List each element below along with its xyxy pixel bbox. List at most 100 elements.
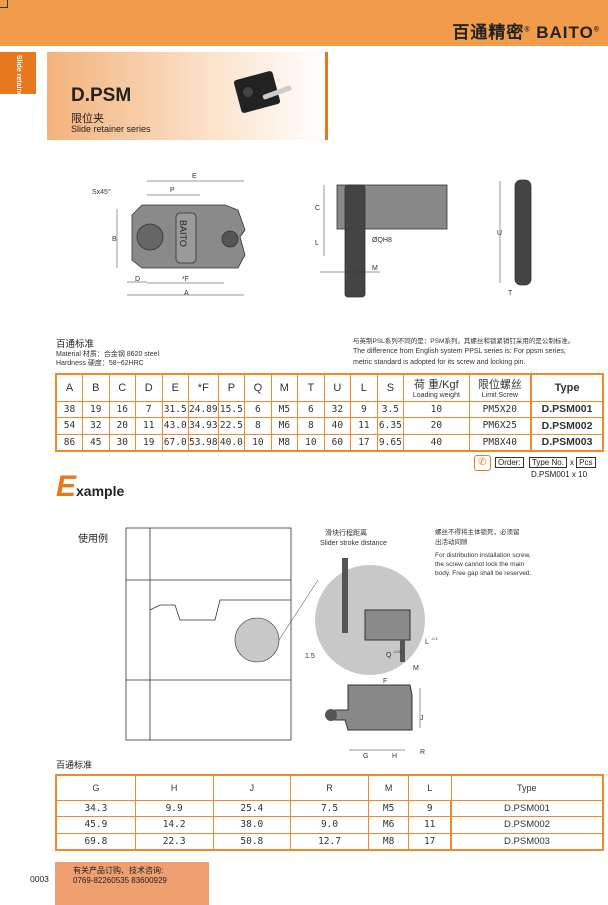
dim-u: U xyxy=(497,230,502,237)
table-cell: 7 xyxy=(135,400,163,418)
screw-en: Limit Screw xyxy=(481,392,518,400)
table-cell: 12.7 xyxy=(290,832,369,850)
table-cell: 9.65 xyxy=(376,433,405,451)
table-cell: 25.4 xyxy=(212,799,292,817)
header-cell: B xyxy=(82,373,110,402)
table-cell: 24.89 xyxy=(188,400,219,418)
phone-icon[interactable]: ✆ xyxy=(474,455,491,471)
table-cell: 20 xyxy=(403,417,470,435)
table-cell: D.PSM002 xyxy=(530,417,604,435)
dim-b: B xyxy=(112,236,117,243)
table-cell: 19 xyxy=(135,433,163,451)
table-cell: 9 xyxy=(408,799,452,817)
times: x xyxy=(569,458,574,467)
example-big-letter: E xyxy=(56,470,77,503)
product-photo xyxy=(233,71,292,113)
header-cell: M xyxy=(270,373,299,402)
header-cell: G xyxy=(55,774,136,801)
example-cn: 使用例 xyxy=(78,534,108,545)
table-cell: 11 xyxy=(135,417,163,435)
header-cell: E xyxy=(161,373,189,402)
warn-en-1: For distribution installation screw, xyxy=(435,552,531,559)
table2-heading: 百通标准 xyxy=(56,760,93,770)
table-cell: 30 xyxy=(108,433,136,451)
type-no-box: Type No. xyxy=(528,457,567,468)
brand-logo: 百通精密® BAITO® xyxy=(452,23,600,42)
table-cell: 10 xyxy=(403,400,470,418)
header-cell: L xyxy=(408,774,452,801)
order-label: Order: xyxy=(495,457,524,468)
note-cn: 与英制PSL系列不同的是：PSM系列，其螺丝和锁紧销钉采用的是公制标准。 xyxy=(353,338,575,345)
hardness-text: Hardness 硬度：58~62HRC xyxy=(56,360,144,367)
header-cell: D xyxy=(135,373,163,402)
stroke-en: Slider stroke distance xyxy=(320,540,387,547)
dim-q-tol: -0.01 xyxy=(393,649,403,654)
table-cell: 6 xyxy=(244,400,272,418)
table-cell: M8 xyxy=(270,433,299,451)
brand-en: BAITO xyxy=(536,23,594,42)
brand-cn: 百通精密 xyxy=(452,23,525,42)
table-cell: 22.5 xyxy=(217,417,246,435)
example-drawing: 滑块行程距离 Slider stroke distance 1.5 Q -0.0… xyxy=(125,527,439,760)
header-bar xyxy=(0,0,608,46)
table-cell: D.PSM003 xyxy=(530,433,604,451)
table-cell: 40.0 xyxy=(217,433,246,451)
table-cell: M6 xyxy=(367,816,410,834)
table-cell: 43.0 xyxy=(161,417,189,435)
table-cell: 14.2 xyxy=(134,816,214,834)
load-cn: 荷 重/Kgf xyxy=(414,379,459,392)
header-cell: P xyxy=(217,373,246,402)
table-cell: 53.98 xyxy=(188,433,219,451)
dim-m: M xyxy=(413,665,419,672)
table-cell: D.PSM002 xyxy=(450,816,604,834)
note-en-2: metric standard is adopted for its screw… xyxy=(353,359,526,366)
table-cell: 67.0 xyxy=(161,433,189,451)
crop-mark xyxy=(0,0,8,8)
load-en: Loading weight xyxy=(412,392,460,400)
table-cell: 34.3 xyxy=(55,799,136,817)
dim-e: E xyxy=(192,173,197,180)
title-panel: D.PSM 限位夹 Slide retainer series xyxy=(47,52,328,140)
spec-heading: 百通标准 xyxy=(56,339,95,350)
table-cell: 38 xyxy=(55,400,83,418)
screw-cn: 限位螺丝 xyxy=(477,379,522,392)
table-cell: D.PSM001 xyxy=(530,400,604,418)
table-cell: PM8X40 xyxy=(468,433,532,451)
header-cell: S xyxy=(376,373,405,402)
dim-l-tol: -0.1 xyxy=(431,636,439,641)
table-cell: 32 xyxy=(323,400,352,418)
dim-d: D xyxy=(135,276,140,283)
table-cell: 60 xyxy=(323,433,352,451)
order-info: ✆Order: Type No.x Pcs xyxy=(474,455,599,471)
product-name-cn: 限位夹 xyxy=(71,113,104,125)
table-cell: 17 xyxy=(408,832,452,850)
dim-j: J xyxy=(420,715,424,722)
header-cell: C xyxy=(108,373,136,402)
dim-f: F xyxy=(383,678,387,685)
dim-1-5: 1.5 xyxy=(305,653,315,660)
contact-line-2: 0769-82260535 83600929 xyxy=(73,876,167,885)
header-cell: Q xyxy=(244,373,272,402)
stroke-cn: 滑块行程距离 xyxy=(325,528,367,537)
table-cell: M6 xyxy=(270,417,299,435)
dim-q: Q xyxy=(386,652,392,659)
contact-box: 有关产品订购、技术咨询: 0769-82260535 83600929 xyxy=(55,862,209,905)
warning-note: 螺丝不得将主体锁死，必须留 出活动间隙 For distribution ins… xyxy=(435,528,531,578)
header-cell: *F xyxy=(188,373,219,402)
table-cell: 40 xyxy=(403,433,470,451)
table-cell: 6.35 xyxy=(376,417,405,435)
table-cell: PM6X25 xyxy=(468,417,532,435)
table-cell: 38.0 xyxy=(212,816,292,834)
dim-t: T xyxy=(508,290,513,297)
technical-drawing: E P Sx45° B D *F A C L ØQH8 M U T BAITO xyxy=(92,173,532,298)
table-cell: 50.8 xyxy=(212,832,292,850)
warn-cn-1: 螺丝不得将主体锁死，必须留 xyxy=(435,529,520,536)
side-tab[interactable]: Slide retainer series xyxy=(0,52,36,122)
dim-s: Sx45° xyxy=(92,188,111,196)
